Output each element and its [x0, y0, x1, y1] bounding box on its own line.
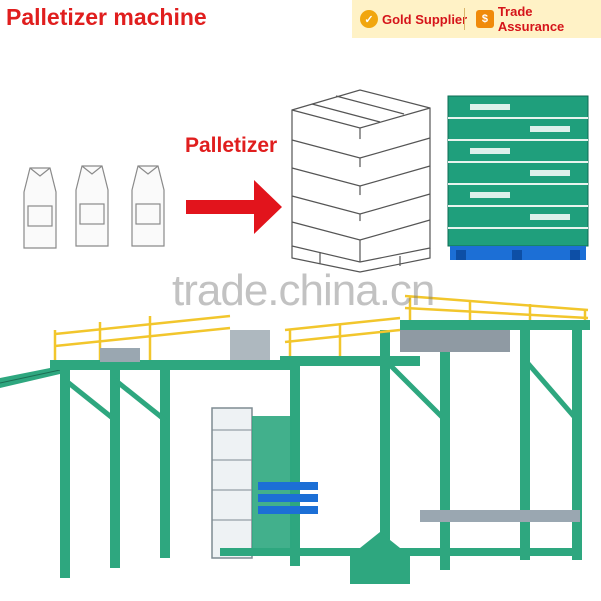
palletizer-label: Palletizer [185, 134, 278, 157]
shield-dollar-icon: $ [476, 10, 494, 28]
gold-supplier-label: Gold Supplier [382, 11, 468, 27]
trade-assurance-badge[interactable]: $ Trade Assurance [476, 4, 601, 34]
gold-medal-icon: ✓ [360, 10, 378, 28]
bag-outline-2 [75, 165, 109, 247]
bag-outline-1 [23, 167, 57, 249]
page-title: Palletizer machine [6, 4, 207, 30]
supplier-badges: ✓ Gold Supplier $ Trade Assurance [352, 0, 601, 38]
product-pallet-photo [447, 95, 589, 260]
badge-divider [464, 8, 465, 30]
stacked-bags-drawing [291, 89, 431, 273]
process-arrow [186, 180, 282, 234]
trade-assurance-label: Trade Assurance [497, 4, 565, 34]
palletizer-machine [0, 294, 590, 584]
watermark-text: trade.china.cn [172, 266, 435, 315]
gold-supplier-badge[interactable]: ✓ Gold Supplier [360, 7, 467, 31]
bag-outline-3 [131, 165, 165, 247]
